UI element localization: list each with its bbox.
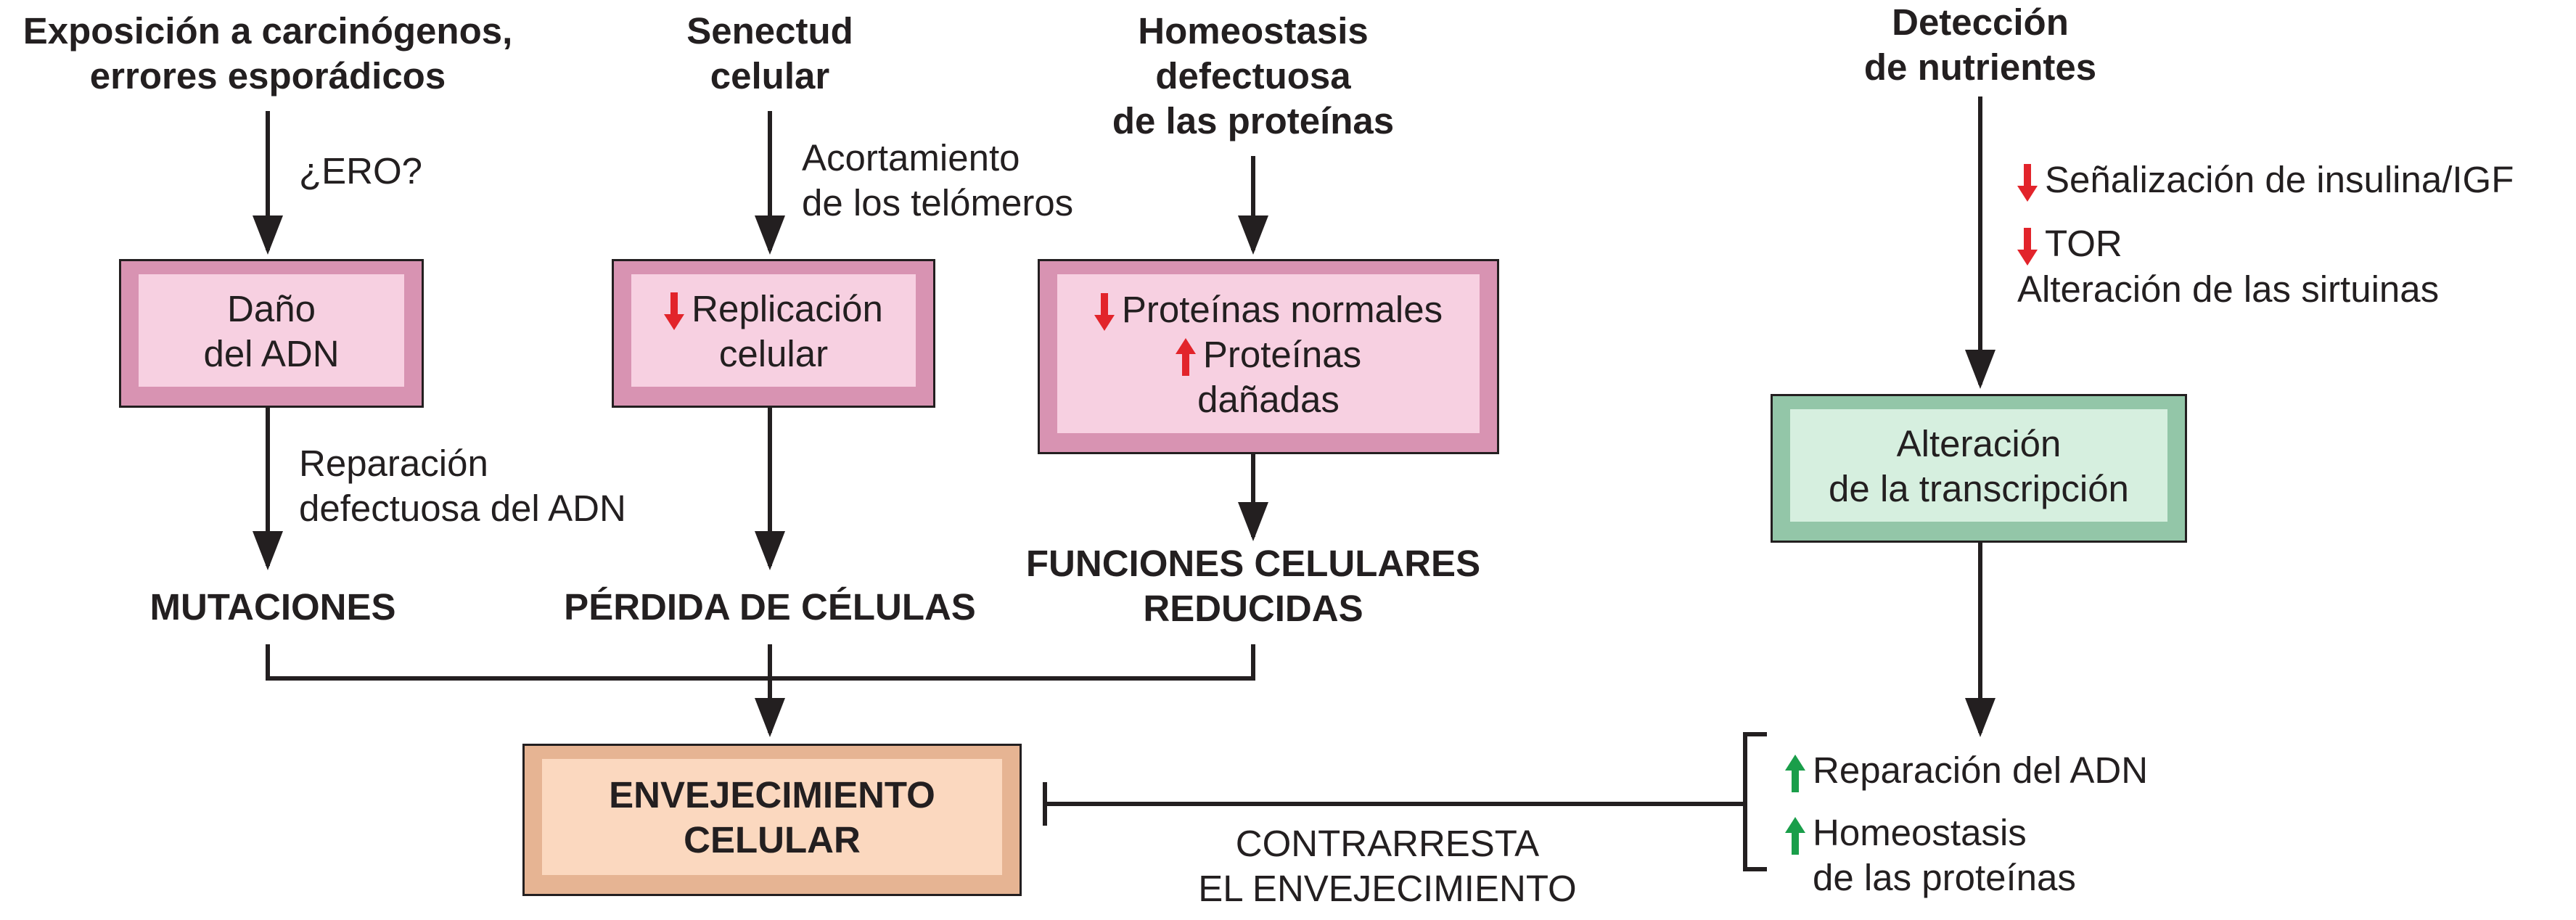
label-dna-repair-line-2: defectuosa del ADN (299, 488, 626, 529)
box-proteins: Proteínas normales Proteínas dañadas (1038, 259, 1499, 454)
label-tor: TOR (2017, 221, 2122, 266)
converging-bracket (266, 644, 1255, 681)
outcome-mutations: MUTACIONES (149, 586, 396, 628)
down-arrow-icon (1094, 293, 1115, 332)
up-arrow-icon (1175, 338, 1196, 377)
source-nutrients-line-1: Detección (1892, 1, 2069, 43)
box-replication-text: Replicación celular (664, 287, 883, 377)
up-arrow-icon (1785, 754, 1805, 792)
down-arrow-icon (2017, 163, 2038, 202)
label-dna-repair: Reparación defectuosa del ADN (299, 441, 626, 531)
label-tor-text: TOR (2045, 223, 2122, 264)
label-insulin: Señalización de insulina/IGF (2017, 157, 2514, 202)
source-proteostasis-line-3: de las proteínas (1112, 100, 1395, 141)
box-replication-line-2: celular (718, 332, 829, 374)
source-proteostasis-line-2: defectuosa (1155, 55, 1351, 96)
up-arrow-icon (1785, 816, 1805, 855)
label-telomeres: Acortamiento de los telómeros (802, 136, 1073, 226)
source-proteostasis-line-1: Homeostasis (1138, 10, 1369, 52)
label-telomeres-line-2: de los telómeros (802, 182, 1074, 223)
box-transcription-text: Alteración de la transcripción (1829, 422, 2129, 512)
box-cellular-aging-text: ENVEJECIMIENTO CELULAR (609, 773, 935, 863)
source-nutrients-line-2: de nutrientes (1863, 46, 2097, 88)
effect-dna-repair-text: Reparación del ADN (1813, 749, 2149, 791)
box-replication-line-1: Replicación (692, 287, 883, 329)
box-proteins-text: Proteínas normales Proteínas dañadas (1094, 287, 1443, 422)
effects-bracket (1743, 732, 1767, 871)
outcome-cell-loss: PÉRDIDA DE CÉLULAS (564, 586, 976, 628)
label-insulin-text: Señalización de insulina/IGF (2045, 159, 2514, 200)
box-dna-damage-line-2: del ADN (203, 332, 340, 374)
down-arrow-icon (664, 292, 685, 331)
effect-protein-homeostasis: Homeostasis de las proteínas (1785, 810, 2076, 900)
box-transcription: Alteración de la transcripción (1771, 394, 2187, 543)
box-dna-damage: Daño del ADN (119, 259, 424, 408)
outcome-reduced-functions: FUNCIONES CELULARES REDUCIDAS (1026, 541, 1480, 631)
effect-protein-homeostasis-line-1: Homeostasis (1813, 812, 2027, 853)
source-carcinogens-line-2: errores esporádicos (89, 55, 446, 96)
box-proteins-damaged-line-1: Proteínas (1202, 333, 1362, 375)
source-senescence-line-1: Senectud (686, 10, 853, 52)
box-proteins-damaged-line-2: dañadas (1197, 378, 1340, 420)
label-counteracts: CONTRARRESTA EL ENVEJECIMIENTO (1198, 821, 1576, 911)
label-counteracts-line-2: EL ENVEJECIMIENTO (1198, 868, 1577, 909)
label-dna-repair-line-1: Reparación (299, 443, 488, 484)
box-dna-damage-line-1: Daño (227, 287, 316, 329)
box-replication: Replicación celular (612, 259, 935, 408)
source-carcinogens-line-1: Exposición a carcinógenos, (22, 10, 513, 52)
label-telomeres-line-1: Acortamiento (802, 137, 1020, 178)
down-arrow-icon (2017, 227, 2038, 266)
outcome-reduced-functions-line-2: REDUCIDAS (1143, 588, 1363, 629)
source-nutrients: Detección de nutrientes (1864, 0, 2096, 90)
source-senescence-line-2: celular (710, 55, 830, 96)
box-cellular-aging-line-2: CELULAR (684, 819, 861, 861)
box-transcription-line-2: de la transcripción (1829, 467, 2129, 509)
label-sirtuins: Alteración de las sirtuinas (2017, 268, 2440, 310)
source-carcinogens: Exposición a carcinógenos, errores espor… (23, 9, 513, 99)
source-senescence: Senectud celular (686, 9, 853, 99)
box-transcription-line-1: Alteración (1896, 422, 2062, 464)
outcome-reduced-functions-line-1: FUNCIONES CELULARES (1025, 543, 1481, 584)
box-proteins-normal: Proteínas normales (1121, 288, 1443, 330)
box-dna-damage-text: Daño del ADN (203, 287, 339, 377)
box-cellular-aging: ENVEJECIMIENTO CELULAR (522, 744, 1022, 896)
source-proteostasis: Homeostasis defectuosa de las proteínas (1112, 9, 1394, 144)
effect-protein-homeostasis-line-2: de las proteínas (1813, 857, 2076, 898)
effect-dna-repair: Reparación del ADN (1785, 748, 2148, 793)
label-counteracts-line-1: CONTRARRESTA (1235, 823, 1540, 864)
box-cellular-aging-line-1: ENVEJECIMIENTO (609, 774, 935, 816)
label-ros: ¿ERO? (299, 150, 423, 192)
